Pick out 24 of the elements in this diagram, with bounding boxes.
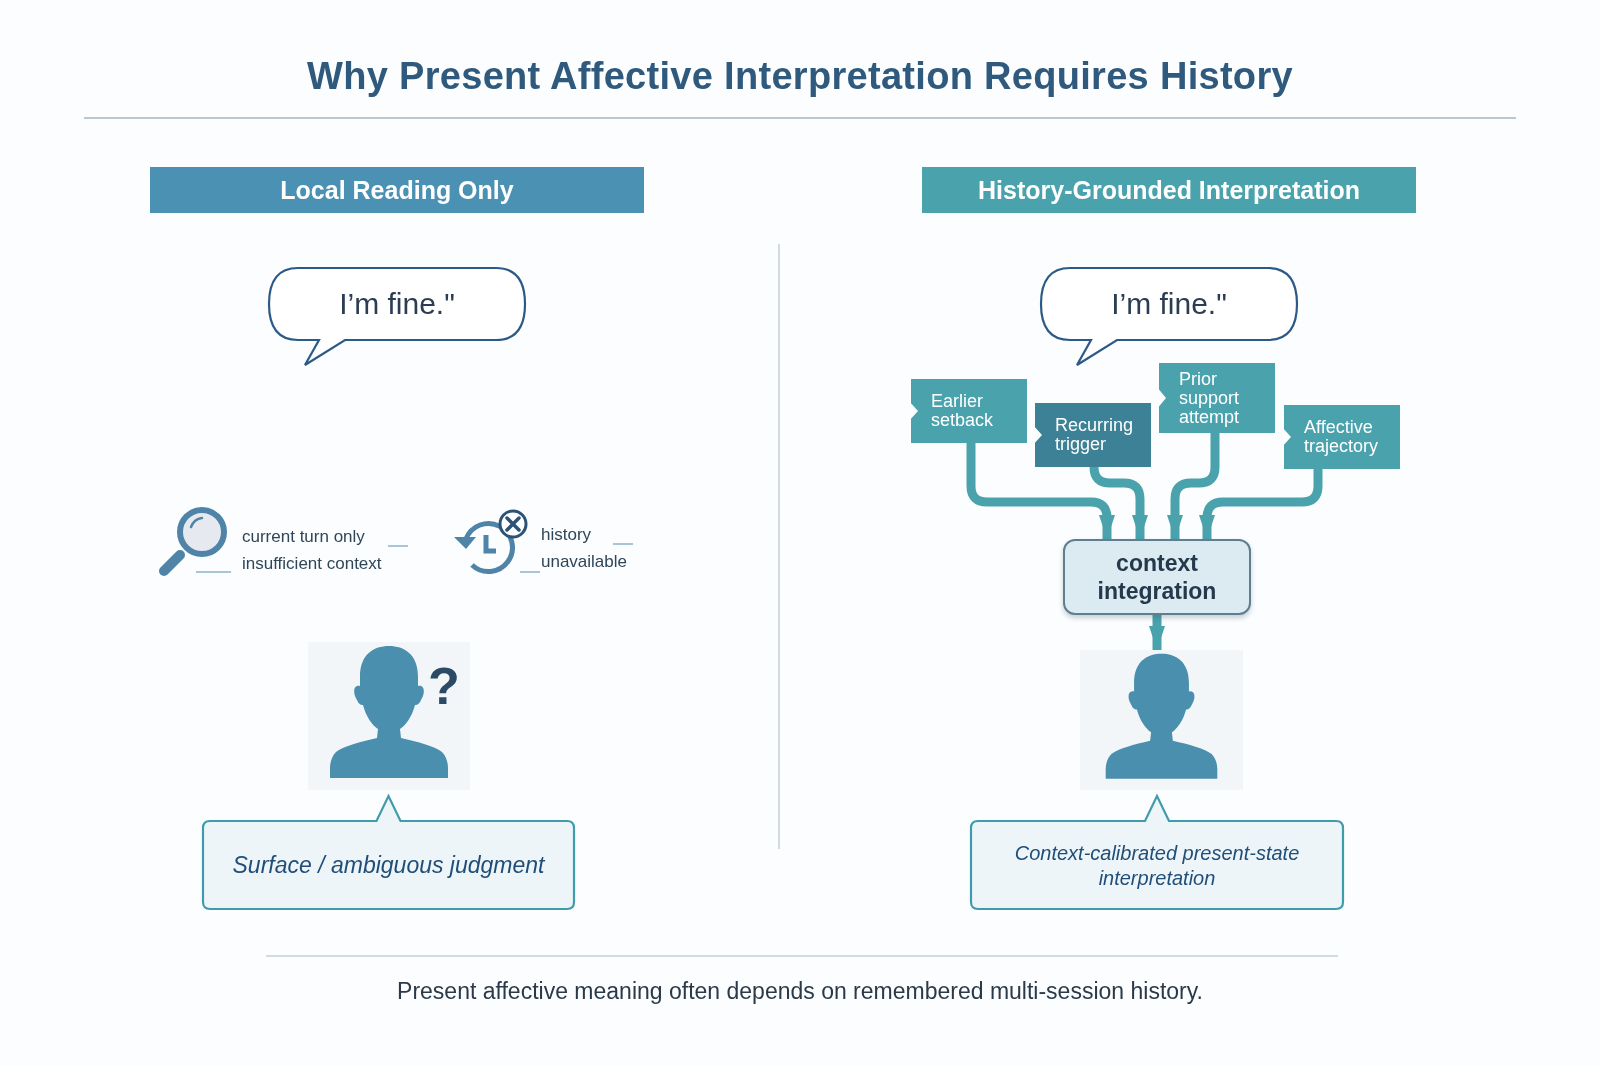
context-tag: Recurring trigger (1035, 403, 1151, 467)
person-icon (1080, 650, 1243, 790)
speech-bubble: I’m fine." (268, 267, 526, 367)
note-label: unavailable (541, 553, 627, 570)
process-box: context integration (1063, 539, 1251, 615)
arrow (966, 443, 1115, 539)
callout-box: Context-calibrated present-state interpretation (970, 794, 1344, 910)
context-tag: Affective trajectory (1284, 405, 1400, 469)
caption: Present affective meaning often depends on remembered multi-session history. (396, 978, 1204, 1005)
question-mark: ? (428, 660, 460, 712)
diagram-title: Why Present Affective Interpretation Requires History (306, 55, 1294, 98)
speech-bubble: I’m fine." (1040, 267, 1298, 367)
note-label: current turn only (242, 528, 365, 545)
note-label: history (541, 526, 592, 543)
callout-box: Surface / ambiguous judgment (202, 794, 575, 910)
header-band: Local Reading Only (150, 167, 644, 213)
header-band: History-Grounded Interpretation (922, 167, 1416, 213)
note-label: insufficient context (242, 555, 382, 572)
person-icon (308, 642, 470, 790)
context-tag: Prior support attempt (1159, 363, 1275, 433)
arrow (1199, 469, 1323, 539)
arrow (1149, 615, 1165, 650)
arrow (1167, 433, 1220, 539)
context-tag: Earlier setback (911, 379, 1027, 443)
